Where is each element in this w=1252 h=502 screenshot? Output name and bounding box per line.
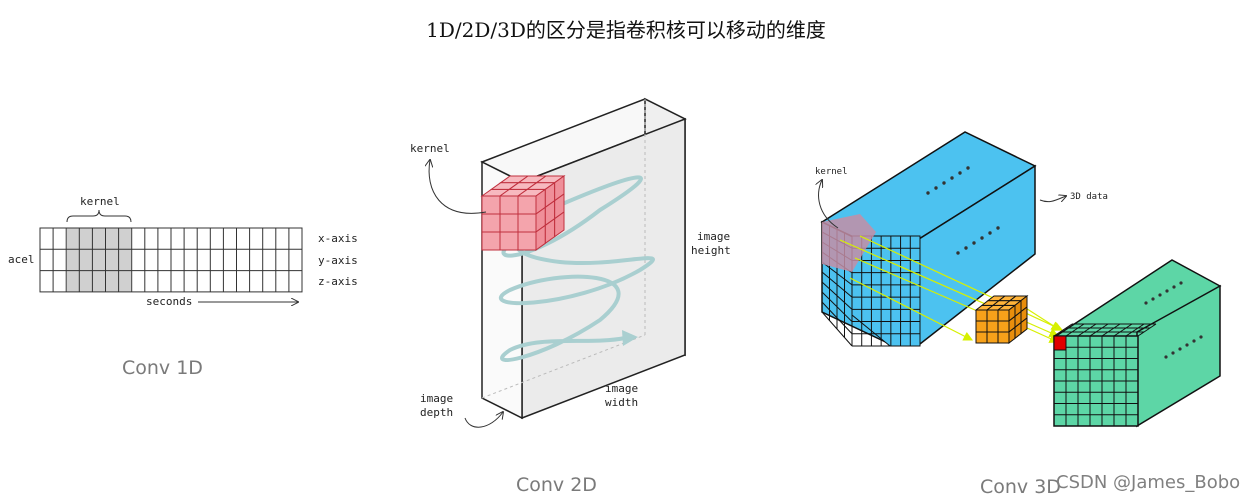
conv1d-seconds-label: seconds — [146, 295, 192, 308]
conv3d-orange-front-cell — [986, 309, 999, 322]
conv1d-kernel-brace — [66, 209, 132, 223]
conv3d-green-grid-line — [1089, 323, 1109, 337]
conv2d-kernel-side-cell — [554, 211, 565, 238]
conv2d-kernel-pointer — [429, 160, 487, 214]
conv3d-orange-front-cell — [997, 320, 1010, 333]
conv3d-diagram: kernel 3D data — [815, 131, 1222, 428]
conv3d-green-grid-line — [1077, 323, 1097, 337]
conv3d-green-dots-top — [1144, 281, 1183, 305]
conv3d-orange-front-cell — [986, 331, 999, 344]
conv2d-spiral-path — [499, 175, 655, 362]
conv3d-orange-front-cell — [975, 309, 988, 322]
conv3d-orange-front-cell — [997, 331, 1010, 344]
conv1d-kernel-highlight — [67, 228, 131, 292]
conv1d-diagram: kernel acel x-axis y-axis z-axis seconds — [8, 195, 358, 308]
conv3d-green-grid-line — [1101, 323, 1121, 337]
conv3d-data-pointer — [1039, 196, 1066, 202]
conv3d-caption: Conv 3D — [980, 476, 1061, 498]
conv2d-diagram: kernel image height image width image de… — [410, 97, 731, 428]
conv3d-blue-kernel-region — [822, 214, 876, 272]
conv3d-blue-dots-side — [956, 226, 1000, 255]
conv2d-caption: Conv 2D — [516, 474, 597, 496]
conv2d-depth-label-1: image — [420, 392, 453, 405]
conv2d-hidden-edges — [481, 99, 646, 399]
conv3d-orange-kernel-cube — [974, 294, 1029, 345]
conv3d-orange-front-cell — [986, 320, 999, 333]
conv2d-kernel-cell — [517, 195, 537, 215]
conv3d-kernel-pointer — [819, 180, 839, 229]
conv1d-grid — [39, 227, 303, 293]
conv2d-height-label-2: height — [691, 244, 731, 257]
conv1d-z-axis-label: z-axis — [318, 275, 358, 288]
conv3d-blue-dots-top — [926, 166, 970, 195]
conv3d-output-highlight — [1053, 335, 1067, 351]
page-title: 1D/2D/3D的区分是指卷积核可以移动的维度 — [426, 18, 826, 42]
conv3d-orange-side-cell — [1020, 316, 1028, 335]
conv3d-orange-front-cell — [975, 320, 988, 333]
conv1d-x-axis-label: x-axis — [318, 232, 358, 245]
conv3d-green-front-grid — [1053, 323, 1157, 427]
conv2d-kernel-cell — [481, 195, 501, 215]
conv2d-depth-pointer — [464, 412, 503, 428]
conv3d-data-label: 3D data — [1070, 192, 1108, 202]
conv2d-height-label-1: image — [697, 230, 730, 243]
conv3d-kernel-label: kernel — [815, 167, 848, 177]
conv2d-kernel-label: kernel — [410, 142, 450, 155]
conv3d-green-dots-side — [1164, 335, 1203, 359]
conv3d-green-grid-line — [1053, 323, 1073, 337]
conv3d-green-grid-line — [1125, 323, 1145, 337]
conv2d-width-label-2: width — [605, 396, 638, 409]
conv2d-kernel-cell — [499, 195, 519, 215]
conv2d-kernel-cell — [481, 231, 501, 251]
conv1d-y-axis-label: y-axis — [318, 254, 358, 267]
conv2d-width-label-1: image — [605, 382, 638, 395]
conv1d-row-label: acel — [8, 253, 35, 266]
conv3d-orange-front-cell — [997, 309, 1010, 322]
conv3d-green-grid-line — [1065, 323, 1085, 337]
conv1d-kernel-label: kernel — [80, 195, 120, 208]
conv2d-kernel-cell — [499, 213, 519, 233]
conv1d-caption: Conv 1D — [122, 357, 203, 379]
conv3d-orange-front-cell — [975, 331, 988, 344]
conv2d-kernel-cube — [480, 175, 566, 251]
conv3d-green-grid-line — [1113, 323, 1133, 337]
conv2d-spiral-arrowhead — [622, 330, 638, 346]
conv2d-kernel-cell — [481, 213, 501, 233]
conv3d-green-grid-line — [1137, 323, 1157, 337]
conv2d-kernel-cell — [499, 231, 519, 251]
conv2d-depth-label-2: depth — [420, 406, 453, 419]
conv2d-kernel-cell — [517, 231, 537, 251]
watermark: CSDN @James_Bobo — [1056, 472, 1241, 493]
conv2d-kernel-cell — [517, 213, 537, 233]
